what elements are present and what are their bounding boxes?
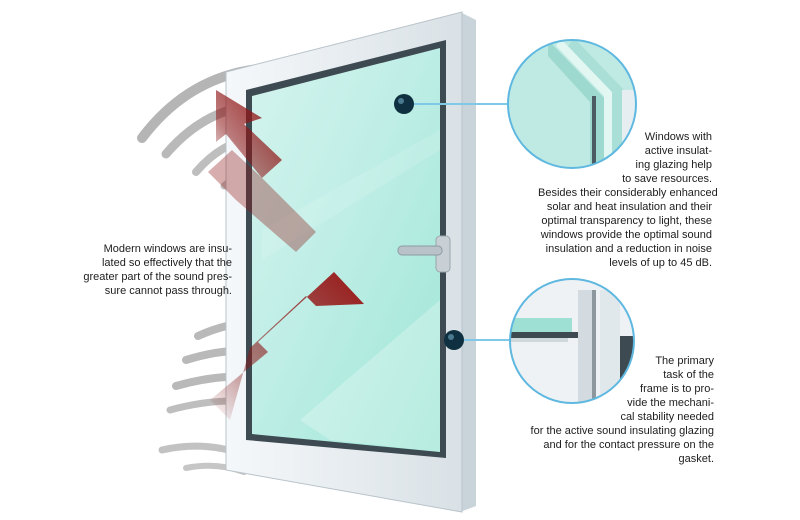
caption-line: levels of up to 45 dB.	[609, 257, 712, 269]
caption-frame: The primary task of the frame is to pro-…	[510, 354, 714, 466]
caption-line: active insulat-	[644, 145, 712, 157]
caption-glazing: Windows with active insulat- ing glazing…	[538, 130, 718, 270]
callout-dot-icon	[444, 330, 464, 350]
sound-arrow-icon	[216, 90, 282, 178]
zoom-frame-detail	[509, 278, 635, 404]
caption-line: frame is to pro-	[640, 383, 714, 395]
window	[225, 11, 476, 513]
window-handle-icon	[397, 235, 451, 273]
glass-reflection	[262, 130, 440, 260]
caption-line: cal stability needed	[620, 411, 714, 423]
window-frame-edge	[460, 12, 476, 512]
caption-line: optimal transparency to light, these	[541, 215, 712, 227]
caption-line: greater part of the sound pres-	[83, 271, 232, 283]
glass-reflection	[300, 300, 440, 452]
sound-arrow-icon	[210, 272, 364, 420]
caption-line: insulation and a reduction in noise	[545, 243, 712, 255]
callout-lines	[412, 103, 510, 341]
sound-arrow-upper	[208, 90, 316, 252]
sound-arrow-shaft-upper	[208, 150, 316, 252]
window-glass	[252, 48, 440, 452]
caption-line: and for the contact pressure on the	[543, 439, 714, 451]
caption-line: solar and heat insulation and their	[546, 201, 712, 213]
caption-line: sure cannot pass through.	[104, 285, 232, 297]
caption-line: to save resources.	[622, 173, 712, 185]
caption-line: Modern windows are insu-	[103, 243, 232, 255]
caption-line: Besides their considerably enhanced	[538, 187, 718, 199]
caption-line: vide the mechani-	[627, 397, 714, 409]
caption-line: The primary	[655, 355, 714, 367]
caption-line: ing glazing help	[635, 159, 712, 171]
callout-dot-icon	[394, 94, 414, 114]
caption-line: gasket.	[678, 453, 714, 465]
caption-line: for the active sound insulating glazing	[530, 425, 714, 437]
caption-sound-insulation: Modern windows are insu- lated so effect…	[62, 242, 232, 298]
zoom-glazing-detail	[507, 39, 637, 169]
caption-line: lated so effectively that the	[101, 257, 232, 269]
caption-line: Windows with	[644, 131, 712, 143]
caption-line: task of the	[663, 369, 714, 381]
caption-line: windows provide the optimal sound	[540, 229, 712, 241]
sound-arrow-lower	[210, 272, 364, 420]
